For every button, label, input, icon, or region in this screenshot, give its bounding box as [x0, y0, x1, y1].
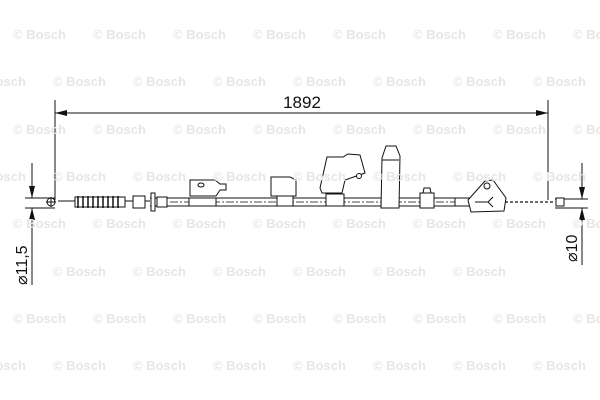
length-label: 1892 — [283, 93, 321, 112]
watermark-text: © Bosch — [53, 169, 106, 184]
watermark-text: © Bosch — [373, 74, 426, 89]
watermark-text: © Bosch — [413, 311, 466, 326]
watermark-text: © Bosch — [133, 169, 186, 184]
arrow-down-icon — [579, 187, 585, 199]
right-diameter-dimension: ⌀10 — [555, 163, 588, 265]
watermark-text: © Bosch — [53, 74, 106, 89]
connector-clip — [419, 192, 435, 209]
arrow-up-icon — [579, 208, 585, 220]
watermark-text: © Bosch — [173, 27, 226, 42]
arrow-right-icon — [536, 110, 548, 116]
watermark-text: © Bosch — [253, 311, 306, 326]
watermark-text: © Bosch — [13, 311, 66, 326]
watermark-layer: © Bosch © Bosch © Bosch © Bosch © Bosch © Bos… — [0, 27, 600, 373]
watermark-text: © Bosch — [453, 169, 506, 184]
watermark-text: © Bosch — [53, 264, 106, 279]
watermark-text: © Bosch — [493, 311, 546, 326]
watermark-text: © Bosch — [373, 264, 426, 279]
watermark-text: © Bosch — [213, 169, 266, 184]
watermark-text: © Bosch — [533, 169, 586, 184]
watermark-text: © Bosch — [373, 169, 426, 184]
ferrule-left — [132, 195, 146, 209]
watermark-text: © Bosch — [533, 358, 586, 373]
watermark-text: © Bosch — [293, 74, 346, 89]
watermark-text: © Bosch — [173, 311, 226, 326]
watermark-text: © Bosch — [493, 122, 546, 137]
watermark-text: © Bosch — [493, 216, 546, 231]
watermark-text: © Bosch — [213, 264, 266, 279]
watermark-text: © Bosch — [253, 216, 306, 231]
watermark-text: © Bosch — [413, 122, 466, 137]
watermark-text: © Bosch — [133, 74, 186, 89]
watermark-text: © Bosch — [453, 264, 506, 279]
watermark-text: © Bosch — [93, 27, 146, 42]
arrow-down-icon — [29, 186, 35, 198]
bracket-clip-3 — [319, 153, 366, 194]
watermark-text: © Bosch — [0, 358, 26, 373]
watermark-text: © Bosch — [133, 264, 186, 279]
watermark-text: © Bosch — [13, 27, 66, 42]
watermark-text: © Bosch — [253, 122, 306, 137]
watermark-text: © Bosch — [173, 216, 226, 231]
watermark-text: © Bosch — [213, 74, 266, 89]
end-bracket — [467, 179, 507, 213]
watermark-text: © Bosch — [533, 74, 586, 89]
watermark-text: © Bosch — [93, 216, 146, 231]
watermark-text: © Bosch — [493, 27, 546, 42]
end-nipple-right — [555, 197, 565, 207]
watermark-text: © Bosch — [333, 216, 386, 231]
watermark-text: © Bosch — [333, 122, 386, 137]
watermark-text: © Bosch — [333, 27, 386, 42]
diameter-right-label: ⌀10 — [564, 234, 581, 262]
bracket-clip-2 — [270, 176, 297, 197]
watermark-text: © Bosch — [93, 122, 146, 137]
watermark-text: © Bosch — [293, 358, 346, 373]
watermark-text: © Bosch — [0, 74, 26, 89]
arrow-up-icon — [29, 208, 35, 220]
watermark-text: © Bosch — [53, 358, 106, 373]
watermark-text: © Bosch — [293, 169, 346, 184]
watermark-text: © Bosch — [573, 216, 600, 231]
watermark-text: © Bosch — [13, 216, 66, 231]
grommet-1 — [188, 197, 217, 207]
brake-cable — [46, 145, 565, 213]
watermark-text: © Bosch — [573, 311, 600, 326]
watermark-text: © Bosch — [173, 122, 226, 137]
left-diameter-dimension: ⌀11,5 — [14, 163, 55, 285]
watermark-text: © Bosch — [0, 169, 26, 184]
watermark-text: © Bosch — [413, 27, 466, 42]
bracket-clip-4 — [380, 145, 401, 209]
flange-left — [150, 192, 156, 212]
watermark-text: © Bosch — [373, 358, 426, 373]
diameter-left-label: ⌀11,5 — [14, 245, 31, 285]
watermark-text: © Bosch — [293, 264, 346, 279]
arrow-left-icon — [55, 110, 67, 116]
watermark-text: © Bosch — [13, 122, 66, 137]
watermark-text: © Bosch — [453, 74, 506, 89]
watermark-text: © Bosch — [453, 358, 506, 373]
watermark-text: © Bosch — [573, 122, 600, 137]
watermark-text: © Bosch — [133, 358, 186, 373]
watermark-text: © Bosch — [93, 311, 146, 326]
watermark-text: © Bosch — [573, 27, 600, 42]
watermark-text: © Bosch — [333, 311, 386, 326]
watermark-text: © Bosch — [213, 358, 266, 373]
boot-bellows — [74, 196, 126, 208]
watermark-text: © Bosch — [413, 216, 466, 231]
length-dimension: 1892 — [54, 93, 549, 200]
watermark-text: © Bosch — [253, 27, 306, 42]
